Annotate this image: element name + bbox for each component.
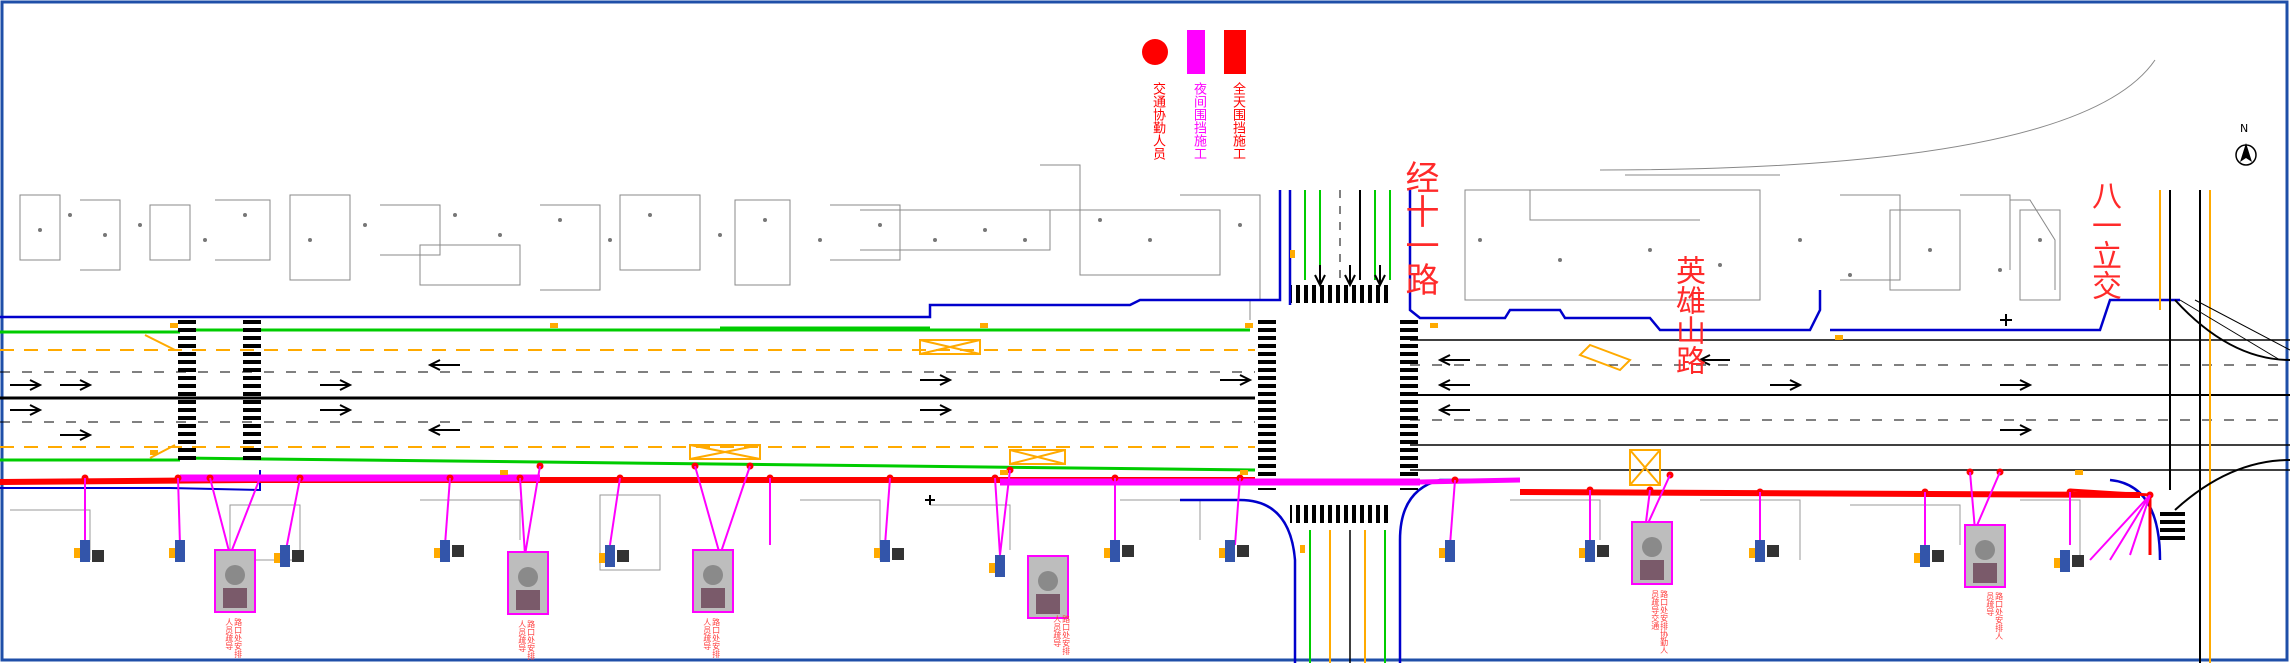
north-trees — [38, 213, 2042, 277]
signal-markers — [150, 250, 2083, 553]
legend-swatches — [1142, 30, 1246, 74]
night-fence — [180, 474, 1521, 486]
compass-letter: N — [2240, 122, 2249, 135]
legend-swatch-night — [1187, 30, 1205, 74]
crew-note-6: 路口处安排人员疏导 — [1985, 592, 2004, 640]
crew-note-1: 路口处安排人员疏导 — [224, 618, 243, 658]
survey-marks — [925, 314, 2012, 505]
main-road — [0, 190, 2290, 663]
north-buildings — [19, 59, 2156, 320]
legend-swatch-full-day — [1224, 30, 1246, 74]
crew-note-2: 路口处安排人员疏导 — [517, 620, 536, 660]
site-photos — [214, 521, 2006, 619]
road-name-jingshiyi: 经十一路 — [1399, 160, 1439, 296]
personnel-icons — [74, 540, 2084, 577]
crew-note-4: 路口处安排人员疏导 — [1052, 615, 1071, 655]
crew-note-3: 路口处安排人员疏导 — [702, 618, 721, 658]
lane-arrows — [10, 265, 2033, 441]
legend-swatch-personnel — [1142, 39, 1168, 65]
legend-label-personnel: 交通协勤人员 — [1150, 82, 1165, 160]
north-arrow-icon — [2235, 143, 2257, 166]
legend-label-night: 夜间围挡施工 — [1191, 82, 1206, 160]
legend-label-full-day: 全天围挡施工 — [1230, 82, 1245, 160]
hatched-zones — [144, 334, 1661, 486]
crew-note-5: 路口处安排协勤人员疏导交通 — [1650, 590, 1669, 654]
road-name-bayi-interchange: 八一立交 — [2086, 180, 2121, 300]
full-day-fence — [0, 477, 2152, 555]
road-name-yingxiongshan: 英雄山路 — [1670, 255, 1705, 375]
